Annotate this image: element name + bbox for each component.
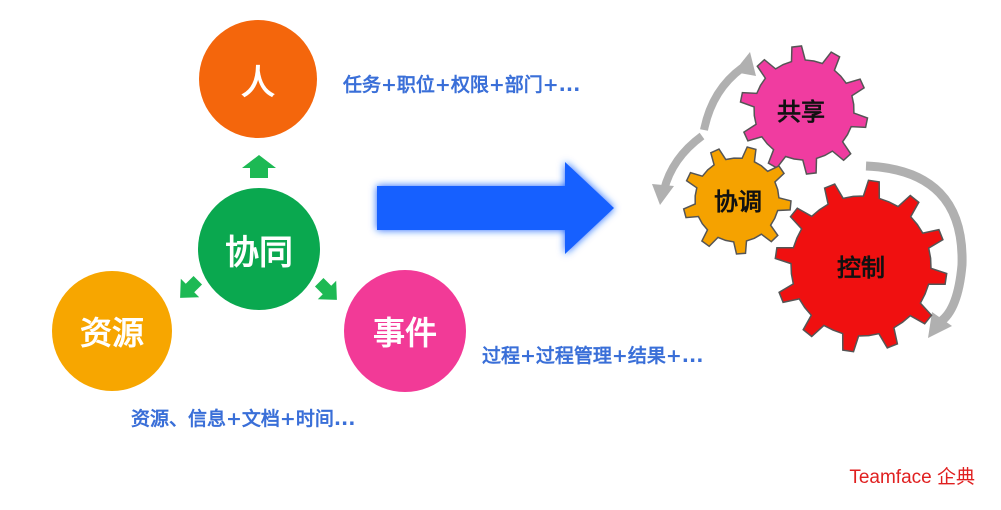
gear-control-label: 控制 xyxy=(837,254,885,282)
arrow-down-right-icon xyxy=(314,277,337,300)
gear-control xyxy=(774,179,948,353)
node-collaboration-label: 协同 xyxy=(225,232,293,273)
node-people-label: 人 xyxy=(241,62,275,103)
gear-control-shape xyxy=(774,179,948,353)
arrow-up-icon xyxy=(242,155,276,178)
gear-coordinate-shape xyxy=(682,146,792,255)
cycle-arrow-left xyxy=(660,132,705,192)
gear-share-shape xyxy=(739,45,869,175)
node-resources-label: 资源 xyxy=(79,314,144,352)
arrow-down-left-icon xyxy=(180,275,203,298)
desc-people: 任务+职位+权限+部门+... xyxy=(343,74,581,96)
node-collaboration: 协同 xyxy=(198,188,320,310)
gear-coordinate xyxy=(682,146,792,255)
node-events-label: 事件 xyxy=(372,314,437,352)
node-resources: 资源 xyxy=(52,271,172,391)
cycle-arrow-left-head-icon xyxy=(652,184,674,205)
gear-share-label: 共享 xyxy=(777,98,825,126)
cycle-arrow-right xyxy=(865,161,967,326)
cycle-arrow-top xyxy=(700,64,745,131)
node-events: 事件 xyxy=(344,270,466,392)
big-arrow-icon xyxy=(377,162,614,254)
desc-events: 过程+过程管理+结果+... xyxy=(482,345,704,367)
brand-watermark: Teamface 企典 xyxy=(849,467,975,488)
cycle-arrow-top-head-icon xyxy=(734,52,756,76)
node-people: 人 xyxy=(199,20,317,138)
cycle-arrow-right-head-icon xyxy=(928,312,952,338)
desc-resources: 资源、信息+文档+时间... xyxy=(131,408,356,430)
gear-share xyxy=(739,45,869,175)
gear-coordinate-label: 协调 xyxy=(714,188,762,216)
